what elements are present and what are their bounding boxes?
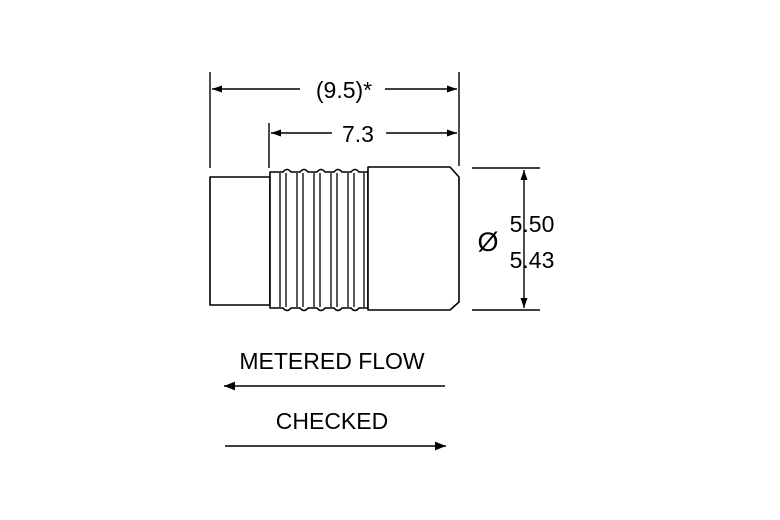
rib-grooves <box>279 173 365 307</box>
valve-part <box>209 166 460 312</box>
overall-length-label: (9.5)* <box>316 77 372 103</box>
ribbed-section <box>269 168 369 312</box>
metered-flow-label: METERED FLOW <box>239 348 425 374</box>
diameter-symbol: Ø <box>477 227 498 257</box>
diameter-max-label: 5.50 <box>510 211 555 237</box>
extension-lines <box>209 72 540 311</box>
valve-stem <box>209 176 271 306</box>
valve-head <box>367 166 460 311</box>
checked-label: CHECKED <box>276 408 388 434</box>
body-length-label: 7.3 <box>342 121 374 147</box>
diameter-min-label: 5.43 <box>510 247 555 273</box>
